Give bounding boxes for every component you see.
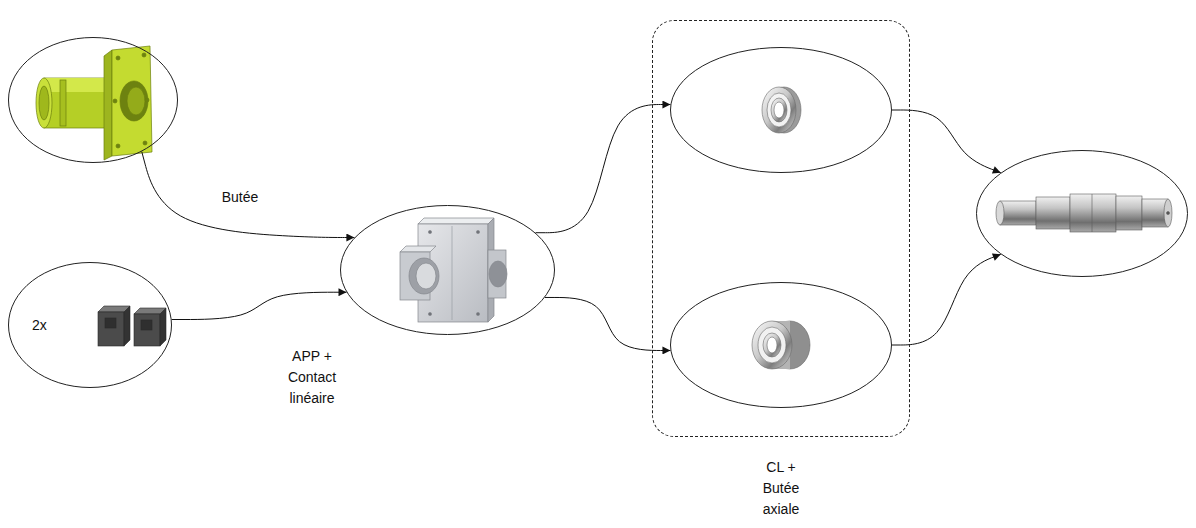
blocks-picture	[98, 306, 166, 346]
connector	[892, 254, 1001, 345]
bearing-picture	[762, 87, 801, 133]
connector	[142, 152, 355, 238]
ellipse-shape	[341, 206, 555, 335]
ellipse-shape	[671, 48, 892, 173]
ellipse-shape	[671, 283, 892, 408]
node-label: 2x	[32, 315, 47, 336]
node-text-group	[976, 150, 1188, 277]
connector	[536, 105, 671, 233]
ellipse-shape	[9, 263, 172, 388]
edge-label-box: APP + Contact linéaire	[277, 346, 347, 409]
connector	[172, 292, 347, 319]
bearing-picture	[752, 321, 810, 369]
node-text-group: 2x	[8, 262, 172, 388]
ellipse-outline	[670, 47, 892, 173]
node-text-group	[340, 205, 555, 335]
node-text-group: CL + Butée axiale	[750, 457, 812, 520]
ellipse-outline	[670, 282, 892, 408]
node-text-group	[670, 282, 892, 408]
edge-label: APP + Contact linéaire	[277, 346, 347, 409]
connector	[892, 110, 1001, 173]
part-ellipse	[670, 282, 892, 408]
group-label: CL + Butée axiale	[750, 457, 812, 520]
part-ellipse	[670, 47, 892, 173]
ellipse-shape	[9, 38, 178, 163]
shaft-picture	[996, 194, 1172, 232]
node-text-group	[670, 47, 892, 173]
ellipse-shape	[977, 151, 1188, 277]
node-text-group	[8, 37, 178, 163]
flange-picture	[36, 46, 152, 160]
part-ellipse	[8, 37, 178, 163]
part-ellipse	[340, 205, 555, 335]
edge-label: Butée	[205, 187, 275, 208]
part-ellipse	[976, 150, 1188, 277]
ellipse-outline	[340, 205, 555, 335]
housing-picture	[400, 218, 507, 322]
ellipse-outline	[8, 37, 178, 163]
edge-label-box: Butée	[205, 187, 275, 208]
group-box: CL + Butée axiale	[652, 20, 910, 437]
ellipse-outline	[976, 150, 1188, 277]
part-ellipse: 2x	[8, 262, 172, 388]
